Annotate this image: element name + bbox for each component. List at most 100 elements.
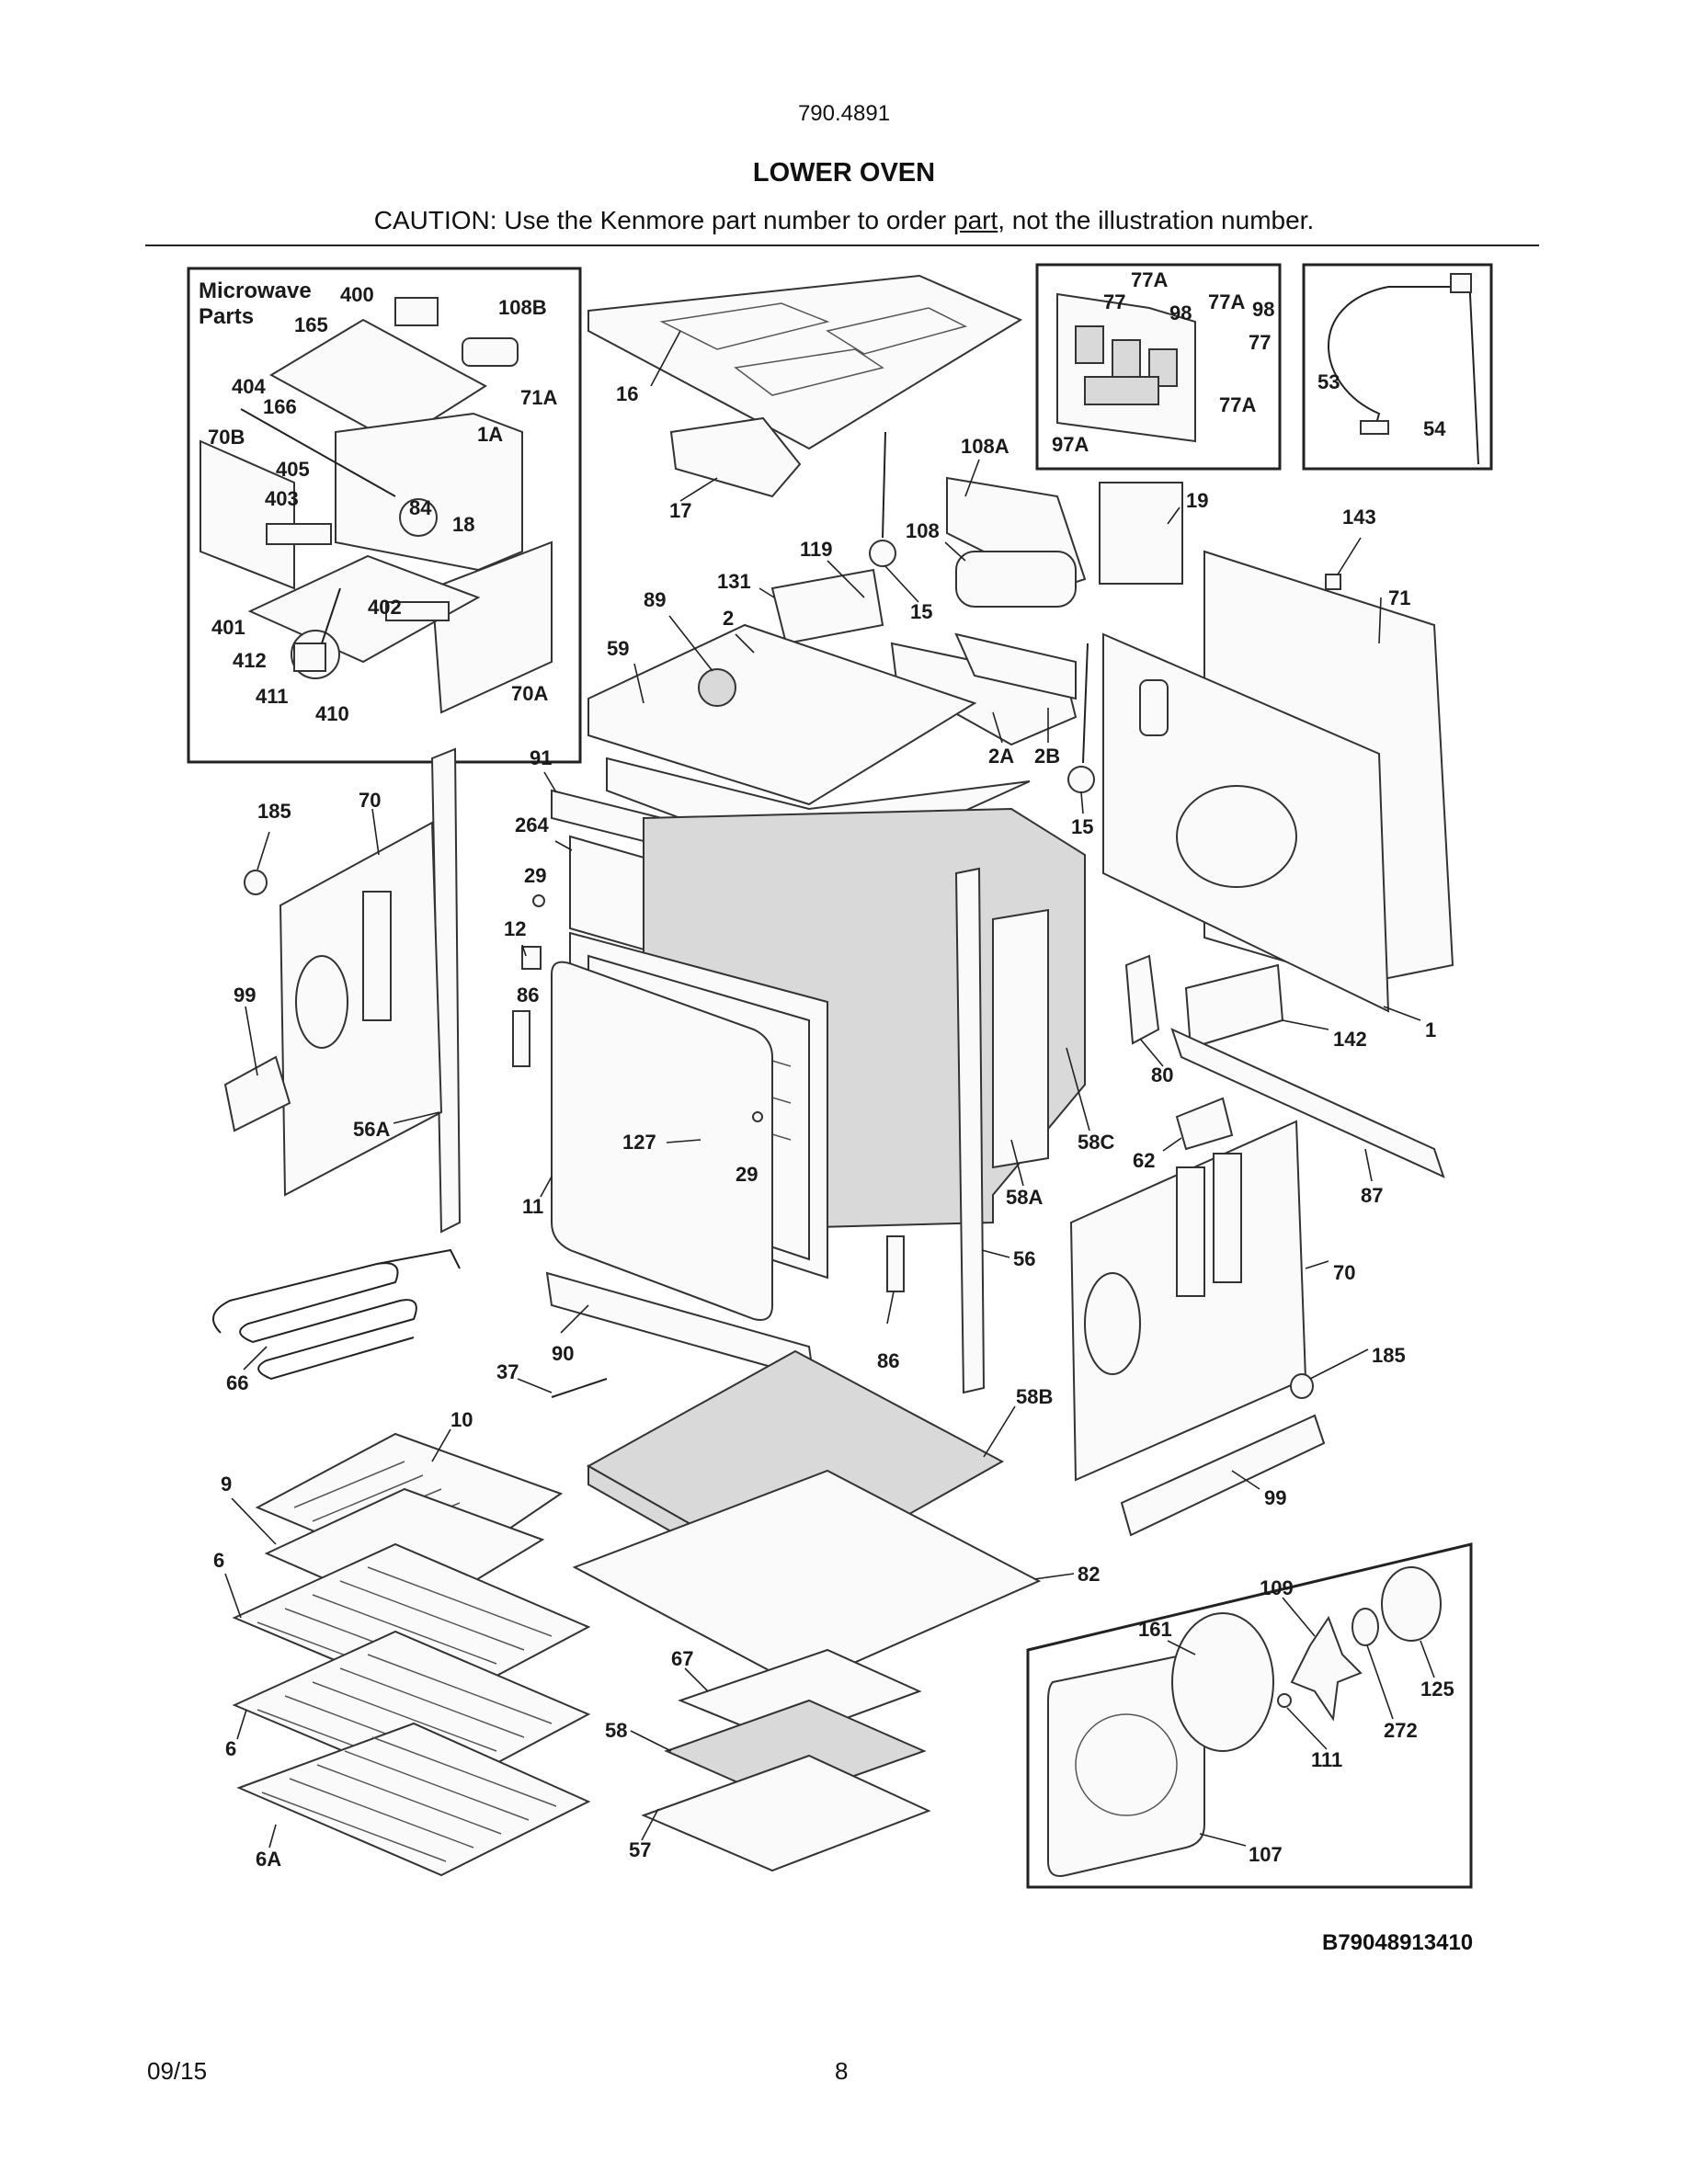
bottom-cover-57 [641, 1754, 931, 1872]
callout-91: 91 [530, 746, 552, 769]
clip-143 [1325, 574, 1341, 590]
leader-1 [1383, 1006, 1421, 1021]
nut-111 [1277, 1693, 1292, 1708]
callout-185-left: 185 [257, 800, 291, 823]
microwave-side-panel-70A [430, 540, 553, 714]
side-panel-70-left-window [295, 955, 348, 1049]
callout-402: 402 [368, 596, 402, 619]
leader-6a [224, 1573, 242, 1619]
caution-note: CAUTION: Use the Kenmore part number to … [0, 206, 1688, 235]
callout-58: 58 [605, 1719, 627, 1742]
microwave-switch-84 [399, 498, 438, 537]
latch-12 [521, 946, 542, 970]
board-connector [1084, 376, 1159, 405]
leader-57 [641, 1808, 659, 1841]
leader-59 [633, 663, 644, 704]
leader-142 [1282, 1019, 1329, 1030]
bracket-80 [1124, 954, 1160, 1045]
callout-1A: 1A [477, 423, 503, 446]
callout-37: 37 [496, 1360, 519, 1383]
footer-date: 09/15 [147, 2057, 208, 2085]
thermistor-15a [882, 431, 886, 539]
convection-fan-inset [1026, 1542, 1473, 1889]
callout-1: 1 [1425, 1018, 1436, 1041]
callout-2: 2 [723, 607, 734, 630]
leader-87 [1364, 1148, 1373, 1182]
leader-143 [1337, 537, 1362, 575]
callout-15-lower: 15 [1071, 815, 1093, 838]
sensor-inset-frame [1302, 263, 1493, 471]
oven-rack-6A-wires [261, 1736, 557, 1862]
callout-161: 161 [1138, 1618, 1172, 1641]
callout-54: 54 [1423, 417, 1446, 440]
leader-58 [630, 1730, 672, 1752]
control-board-frame [1035, 263, 1282, 471]
convection-cover-opening [1176, 785, 1297, 888]
leader-19 [1167, 506, 1180, 525]
callout-142: 142 [1333, 1028, 1367, 1051]
leader-2A [992, 711, 1003, 744]
microwave-bracket-402 [385, 601, 450, 621]
terminal-block-62 [1175, 1097, 1234, 1151]
leader-272 [1366, 1644, 1394, 1720]
callout-108: 108 [906, 519, 940, 542]
leader-108A [964, 459, 980, 497]
leader-56A [393, 1111, 440, 1124]
leader-70-right [1305, 1260, 1329, 1269]
convection-fan-108 [955, 551, 1077, 608]
leader-80 [1139, 1038, 1164, 1067]
thermostat-89 [698, 668, 736, 707]
vent-duct-131 [770, 568, 884, 645]
callout-15-upper: 15 [910, 600, 932, 623]
heater-plate-16 [587, 274, 1023, 450]
callout-410: 410 [315, 702, 349, 725]
callout-77A-top: 77A [1131, 268, 1168, 291]
callout-404: 404 [232, 375, 266, 398]
grommet-185-left [244, 870, 268, 895]
leader-2 [735, 633, 755, 654]
callout-56A: 56A [353, 1118, 390, 1141]
callout-119: 119 [800, 538, 833, 561]
callout-97A: 97A [1052, 433, 1089, 456]
leader-90 [560, 1304, 589, 1334]
heater-plate-openings [659, 302, 968, 396]
leader-89 [668, 615, 713, 672]
leader-111 [1286, 1707, 1328, 1750]
callout-86-left: 86 [517, 984, 539, 1007]
microwave-fan-108B [462, 337, 519, 367]
callout-80: 80 [1151, 1064, 1173, 1086]
outer-top-59 [587, 623, 977, 806]
sensor-bracket [1450, 273, 1472, 293]
callout-29-lower: 29 [736, 1163, 758, 1186]
callout-143: 143 [1342, 506, 1376, 529]
callout-98-left: 98 [1169, 301, 1192, 324]
callout-109: 109 [1260, 1576, 1294, 1599]
drawing-code: B79048913410 [1322, 1930, 1474, 1955]
leader-107 [1199, 1833, 1247, 1847]
leader-9 [231, 1497, 277, 1545]
callout-89: 89 [644, 588, 666, 611]
caution-text-end: , not the illustration number. [998, 206, 1315, 234]
callout-12: 12 [504, 917, 526, 940]
callout-272: 272 [1384, 1719, 1418, 1742]
thermistor-15a-bulb [869, 540, 896, 567]
callout-57: 57 [629, 1838, 651, 1861]
leader-66 [243, 1346, 268, 1371]
microwave-part-400 [394, 297, 439, 326]
microwave-bracket-403 [266, 523, 332, 545]
microwave-rod-166 [240, 408, 396, 497]
side-trim-56 [954, 867, 986, 1394]
hinge-86-right [886, 1235, 905, 1292]
callout-98-right: 98 [1252, 298, 1274, 321]
screw-29a [532, 894, 545, 907]
leader-11 [540, 1176, 553, 1198]
callout-400: 400 [340, 283, 374, 306]
callout-166: 166 [263, 395, 297, 418]
sensor-plug [1360, 420, 1389, 435]
callout-58A: 58A [1006, 1186, 1043, 1209]
hinge-86-left [512, 1010, 530, 1067]
caution-part-link: part [953, 206, 998, 234]
page-title: LOWER OVEN [752, 158, 936, 188]
callout-77-top: 77 [1103, 290, 1125, 313]
